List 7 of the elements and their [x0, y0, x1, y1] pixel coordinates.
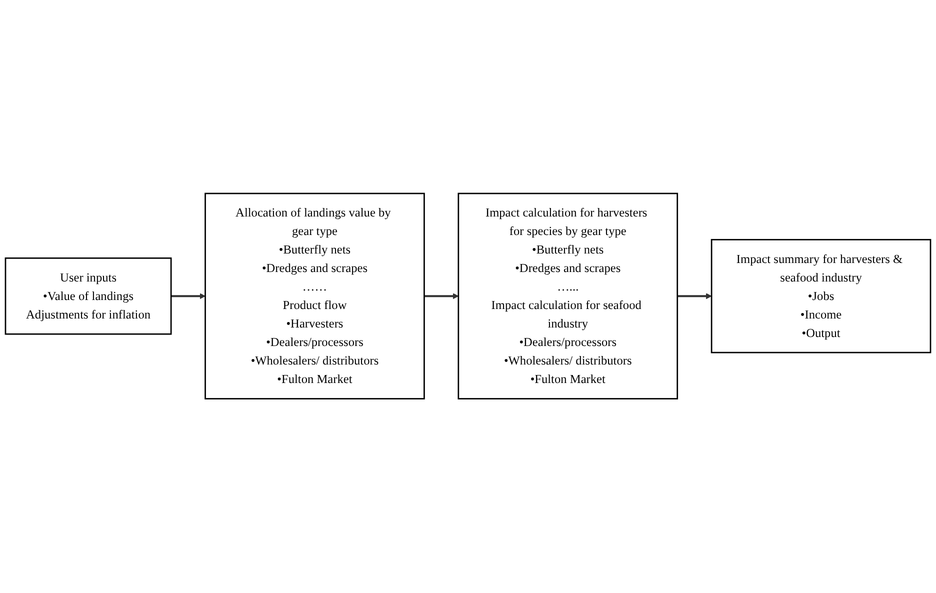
node-box: Allocation of landings value by gear type •Butterfly nets •Dredges and scrapes …… Product flow •Harvesters •Dealers/processors •Wholesalers/ distributors •Fulton Market — [204, 193, 425, 400]
arrow — [424, 293, 459, 300]
arrow — [677, 293, 712, 300]
node-box: Impact summary for harvesters & seafood industry •Jobs •Income •Output — [710, 239, 932, 354]
node-box: User inputs •Value of landings Adjustments for inflation — [4, 258, 172, 336]
arrow — [171, 293, 206, 300]
node-box: Impact calculation for harvesters for species by gear type •Butterfly nets •Dredges and scrapes …... Impact calculation for seafood industry •Dealers/processors •Wholesalers/ distributors •Fulton Market — [458, 193, 678, 400]
